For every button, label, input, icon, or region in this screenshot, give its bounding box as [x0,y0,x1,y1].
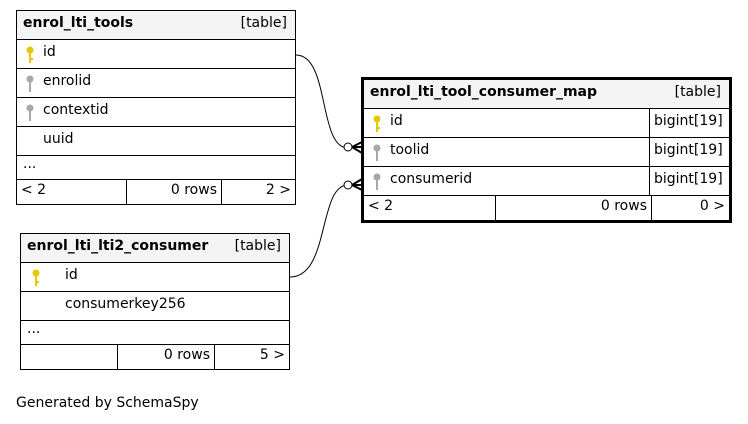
table-footer: 0 rows 5 > [21,345,289,369]
edge-consumer-crowfoot [351,178,363,191]
column-name: toolid [390,142,430,158]
more-columns: ... [21,321,289,345]
more-columns: ... [17,156,295,180]
table-name[interactable]: enrol_lti_tool_consumer_map [370,84,598,100]
column-datatype: bigint[19] [649,167,729,195]
column-name: uuid [43,131,74,147]
column-datatype: bigint[19] [649,138,729,166]
column-row[interactable]: enrolid [17,69,295,98]
primary-key-icon [373,115,381,132]
column-row[interactable]: toolid bigint[19] [364,138,729,167]
row-count: 0 rows [496,196,652,220]
column-name: id [65,267,78,283]
column-row[interactable]: id bigint[19] [364,109,729,138]
table-header: enrol_lti_lti2_consumer [table] [21,234,289,263]
table-type: [table] [674,84,721,100]
parents-link[interactable]: < 2 [364,196,496,220]
column-name: id [43,44,56,60]
row-count: 0 rows [127,180,222,204]
table-enrol-lti-tool-consumer-map[interactable]: enrol_lti_tool_consumer_map [table] id b… [361,77,732,223]
parents-link[interactable]: < 2 [17,180,127,204]
table-header: enrol_lti_tools [table] [17,11,295,40]
foreign-key-icon [26,75,34,92]
row-count: 0 rows [118,345,215,369]
table-footer: < 2 0 rows 0 > [364,196,729,220]
edge-tools-id-to-map-toolid [295,54,349,149]
edge-tools-crowfoot [351,141,363,154]
edge-tools-zero-marker [343,142,353,152]
primary-key-icon [32,269,40,286]
column-row[interactable]: consumerid bigint[19] [364,167,729,196]
table-type: [table] [240,15,287,31]
table-enrol-lti-lti2-consumer[interactable]: enrol_lti_lti2_consumer [table] id consu… [20,233,290,370]
children-link[interactable]: 2 > [265,182,291,198]
primary-key-icon [26,46,34,63]
table-type: [table] [234,238,281,254]
children-link[interactable]: 0 > [699,198,725,214]
column-name: id [390,113,403,129]
column-name: consumerkey256 [65,296,186,312]
table-enrol-lti-tools[interactable]: enrol_lti_tools [table] id enrolid conte… [16,10,296,205]
edge-consumer-zero-marker [343,180,353,190]
edge-consumer-id-to-map-consumerid [289,184,349,278]
column-row[interactable]: consumerkey256 [21,292,289,321]
table-footer: < 2 0 rows 2 > [17,180,295,204]
generated-by-text: Generated by SchemaSpy [16,395,199,411]
column-name: contextid [43,102,109,118]
ellipsis: ... [23,156,37,172]
foreign-key-icon [26,104,34,121]
column-name: consumerid [390,171,473,187]
foreign-key-icon [373,173,381,190]
column-row[interactable]: contextid [17,98,295,127]
children-link[interactable]: 5 > [259,347,285,363]
table-header: enrol_lti_tool_consumer_map [table] [364,80,729,109]
ellipsis: ... [27,321,41,337]
column-datatype: bigint[19] [649,109,729,137]
parents-link [21,345,118,369]
column-name: enrolid [43,73,92,89]
foreign-key-icon [373,144,381,161]
column-row[interactable]: id [17,40,295,69]
table-name[interactable]: enrol_lti_tools [23,15,134,31]
table-name[interactable]: enrol_lti_lti2_consumer [27,238,209,254]
column-row[interactable]: id [21,263,289,292]
column-row[interactable]: uuid [17,127,295,156]
